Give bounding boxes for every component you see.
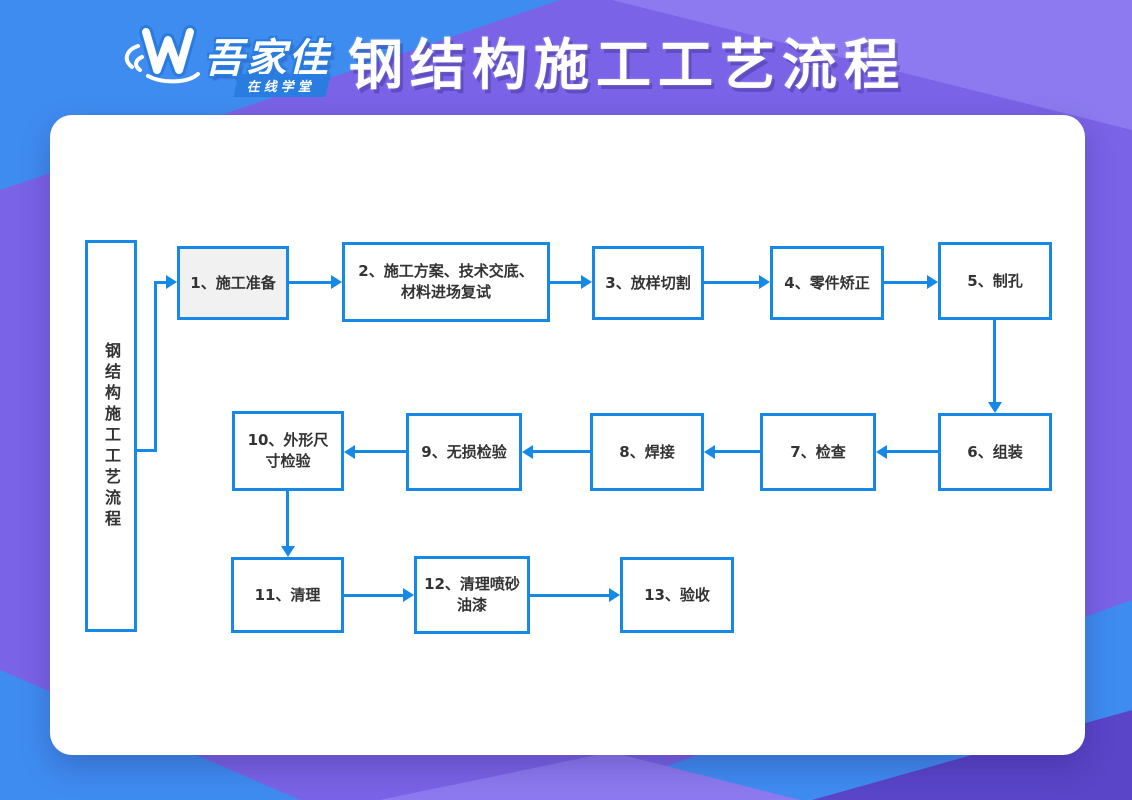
header: 吾家佳 在线学堂 钢结构施工工艺流程 xyxy=(0,0,1132,112)
brand-logo: 吾家佳 在线学堂 xyxy=(118,10,348,102)
arrow-4-5-head xyxy=(927,275,938,289)
arrow-6-7-line xyxy=(887,450,938,453)
flow-node-12: 12、清理喷砂油漆 xyxy=(414,556,530,634)
arrow-9-10-head xyxy=(344,445,355,459)
flow-side-label: 钢结构施工工艺流程 xyxy=(85,240,137,632)
arrowhead-side-to-1 xyxy=(166,275,177,289)
logo-tagline: 在线学堂 xyxy=(233,74,331,97)
arrow-5-6-line xyxy=(993,320,996,402)
arrow-1-2-line xyxy=(289,281,331,284)
flow-node-5: 5、制孔 xyxy=(938,242,1052,320)
arrow-3-4-line xyxy=(703,281,759,284)
arrow-9-10-line xyxy=(355,450,406,453)
arrow-11-12-line xyxy=(344,594,403,597)
arrow-10-11-head xyxy=(281,546,295,557)
connector-side-stub xyxy=(154,281,167,284)
arrow-7-8-line xyxy=(715,450,760,453)
logo-w-icon xyxy=(118,14,214,96)
flow-node-7: 7、检查 xyxy=(760,413,876,491)
arrow-10-11-line xyxy=(286,491,289,546)
arrow-1-2-head xyxy=(331,275,342,289)
arrow-2-3-head xyxy=(581,275,592,289)
arrow-4-5-line xyxy=(883,281,927,284)
arrow-12-13-line xyxy=(530,594,609,597)
flow-node-8: 8、焊接 xyxy=(590,413,704,491)
flow-node-3: 3、放样切割 xyxy=(592,246,704,320)
arrow-12-13-head xyxy=(609,588,620,602)
connector-side-vertical xyxy=(154,281,157,452)
flow-node-10: 10、外形尺寸检验 xyxy=(232,411,344,491)
flow-node-4: 4、零件矫正 xyxy=(770,246,884,320)
arrow-11-12-head xyxy=(403,588,414,602)
arrow-7-8-head xyxy=(704,445,715,459)
flow-node-6: 6、组装 xyxy=(938,413,1052,491)
flow-node-13: 13、验收 xyxy=(620,557,734,633)
connector-side-horizontal xyxy=(137,449,157,452)
arrow-6-7-head xyxy=(876,445,887,459)
arrow-2-3-line xyxy=(549,281,581,284)
page-title: 钢结构施工工艺流程 xyxy=(348,33,907,97)
arrow-3-4-head xyxy=(759,275,770,289)
flow-node-2: 2、施工方案、技术交底、材料进场复试 xyxy=(342,242,550,322)
arrow-8-9-line xyxy=(533,450,590,453)
flow-node-9: 9、无损检验 xyxy=(406,413,522,491)
flowchart-card xyxy=(50,115,1085,755)
arrow-8-9-head xyxy=(522,445,533,459)
flow-node-11: 11、清理 xyxy=(231,557,344,633)
arrow-5-6-head xyxy=(988,402,1002,413)
flow-node-1: 1、施工准备 xyxy=(177,246,289,320)
